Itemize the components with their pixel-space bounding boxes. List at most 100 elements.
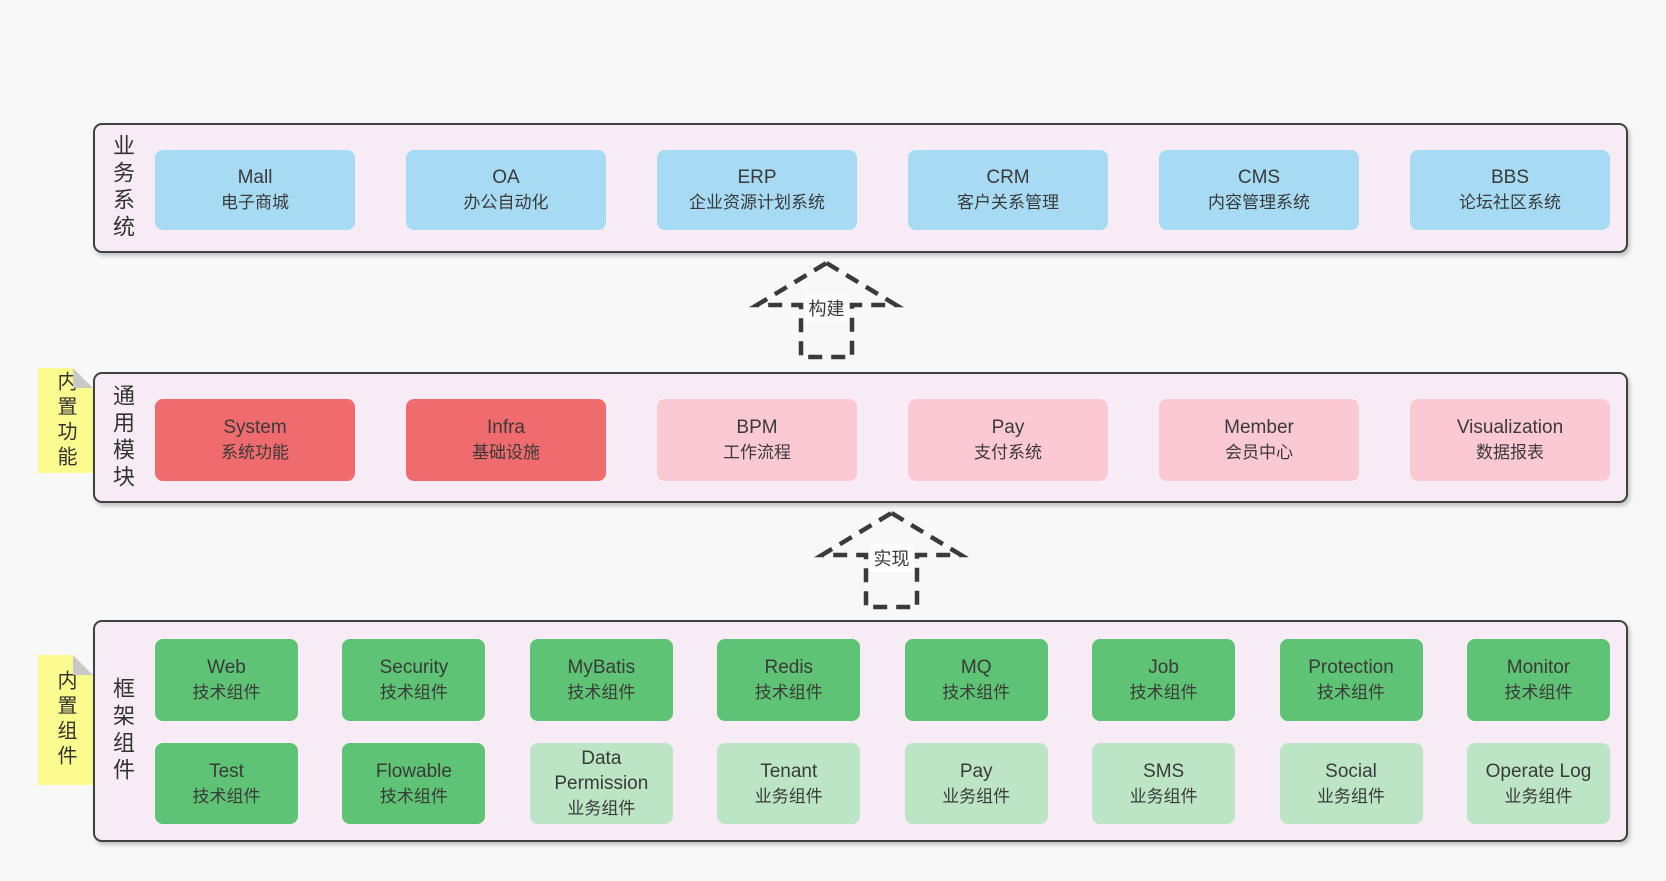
folded-corner-icon xyxy=(73,655,93,675)
module-description: 技术组件 xyxy=(754,683,823,702)
module-description: 业务组件 xyxy=(942,786,1011,806)
module-name: MQ xyxy=(960,657,992,678)
module-box-pay: Pay 业务组件 xyxy=(904,743,1048,824)
module-description: 技术组件 xyxy=(379,786,448,806)
module-description: 企业资源计划系统 xyxy=(689,193,825,212)
module-name: Social xyxy=(1325,760,1377,782)
layer-title: 业务系统 xyxy=(110,134,135,242)
module-name: System xyxy=(223,417,287,438)
module-name: Security xyxy=(379,657,449,678)
module-description: 技术组件 xyxy=(192,786,261,806)
business-systems-row: Mall 电子商城 OA 办公自动化 ERP 企业资源计划系统 CRM 客户关系管理 CMS 内容… xyxy=(155,150,1610,230)
module-box-protection: Protection 技术组件 xyxy=(1279,639,1423,721)
module-description: 业务组件 xyxy=(754,786,823,806)
module-description: 技术组件 xyxy=(192,683,261,702)
module-description: 业务组件 xyxy=(1317,786,1386,806)
sticky-label: 内置功能 xyxy=(54,370,76,471)
module-box-redis: Redis 技术组件 xyxy=(717,639,861,721)
module-name: CMS xyxy=(1237,167,1281,188)
module-name: CRM xyxy=(986,167,1030,188)
module-box-job: Job 技术组件 xyxy=(1092,639,1236,721)
module-box-bbs: BBS 论坛社区系统 xyxy=(1410,150,1610,230)
module-description: 论坛社区系统 xyxy=(1459,193,1561,212)
module-box-social: Social 业务组件 xyxy=(1279,743,1423,824)
module-box-cms: CMS 内容管理系统 xyxy=(1159,150,1359,230)
sticky-note-builtin-components: 内置组件 xyxy=(38,655,93,785)
module-name: BBS xyxy=(1490,167,1530,188)
module-name: Pay xyxy=(959,760,993,782)
module-box-infra: Infra 基础设施 xyxy=(406,399,606,481)
module-description: 业务组件 xyxy=(567,799,636,818)
arrow-up-build-icon: 构建 xyxy=(746,258,907,362)
module-box-operate-log: Operate Log 业务组件 xyxy=(1466,743,1610,824)
module-name: Flowable xyxy=(375,760,452,782)
module-description: 会员中心 xyxy=(1225,443,1293,462)
module-box-sms: SMS 业务组件 xyxy=(1092,743,1236,824)
sticky-note-builtin-functions: 内置功能 xyxy=(38,368,93,473)
module-description: 内容管理系统 xyxy=(1208,193,1310,212)
module-name: Web xyxy=(207,657,246,678)
module-box-oa: OA 办公自动化 xyxy=(406,150,606,230)
layer-title: 框架组件 xyxy=(110,677,135,785)
module-box-member: Member 会员中心 xyxy=(1159,399,1359,481)
layer-business-systems: 业务系统 Mall 电子商城 OA 办公自动化 ERP 企业资源计划系统 CRM 客户关系管理… xyxy=(93,123,1628,253)
module-name: Member xyxy=(1224,417,1294,438)
module-name: OA xyxy=(492,167,520,188)
module-name: BPM xyxy=(736,417,778,438)
layer-title: 通用模块 xyxy=(110,383,135,492)
module-name: Test xyxy=(209,760,244,782)
module-description: 业务组件 xyxy=(1129,786,1198,806)
module-name: Monitor xyxy=(1506,657,1571,678)
module-description: 电子商城 xyxy=(221,193,289,212)
module-box-flowable: Flowable 技术组件 xyxy=(342,743,486,824)
module-name: SMS xyxy=(1143,760,1185,782)
arrow-label-build: 构建 xyxy=(804,294,849,322)
module-box-security: Security 技术组件 xyxy=(342,639,486,721)
module-description: 工作流程 xyxy=(723,443,791,462)
module-name: Pay xyxy=(991,417,1025,438)
module-description: 支付系统 xyxy=(974,443,1042,462)
module-box-system: System 系统功能 xyxy=(155,399,355,481)
folded-corner-icon xyxy=(73,368,93,388)
module-name: Protection xyxy=(1308,657,1394,678)
module-name: Visualization xyxy=(1456,417,1564,438)
module-name: Operate Log xyxy=(1485,760,1592,782)
module-description: 系统功能 xyxy=(221,443,289,462)
module-description: 技术组件 xyxy=(379,683,448,702)
module-description: 基础设施 xyxy=(472,443,540,462)
sticky-label: 内置组件 xyxy=(54,670,76,770)
common-modules-row: System 系统功能 Infra 基础设施 BPM 工作流程 Pay 支付系统 Member 会… xyxy=(155,399,1610,481)
arrow-up-implement-icon: 实现 xyxy=(811,508,972,612)
module-box-crm: CRM 客户关系管理 xyxy=(908,150,1108,230)
module-box-erp: ERP 企业资源计划系统 xyxy=(657,150,857,230)
module-box-visualization: Visualization 数据报表 xyxy=(1410,399,1610,481)
module-description: 技术组件 xyxy=(1504,683,1573,702)
module-name: Redis xyxy=(764,657,814,678)
module-description: 技术组件 xyxy=(1129,683,1198,702)
module-description: 技术组件 xyxy=(567,683,636,702)
module-name: Infra xyxy=(486,417,526,438)
module-description: 技术组件 xyxy=(942,683,1011,702)
module-box-data-permission: Data Permission 业务组件 xyxy=(529,743,673,824)
module-box-mq: MQ 技术组件 xyxy=(904,639,1048,721)
module-box-pay: Pay 支付系统 xyxy=(908,399,1108,481)
module-name: Job xyxy=(1148,657,1179,678)
module-box-test: Test 技术组件 xyxy=(155,743,298,824)
module-description: 数据报表 xyxy=(1476,443,1544,462)
module-name: Data Permission xyxy=(554,748,649,794)
module-box-mall: Mall 电子商城 xyxy=(155,150,355,230)
module-description: 业务组件 xyxy=(1504,786,1573,806)
module-name: Mall xyxy=(237,167,273,188)
module-description: 办公自动化 xyxy=(463,193,549,212)
module-name: MyBatis xyxy=(567,657,636,678)
module-box-bpm: BPM 工作流程 xyxy=(657,399,857,481)
module-description: 客户关系管理 xyxy=(957,193,1059,212)
module-description: 技术组件 xyxy=(1317,683,1386,702)
layer-common-modules: 通用模块 System 系统功能 Infra 基础设施 BPM 工作流程 Pay 支付系统 Me… xyxy=(93,372,1628,503)
module-name: ERP xyxy=(737,167,777,188)
module-box-web: Web 技术组件 xyxy=(155,639,298,721)
